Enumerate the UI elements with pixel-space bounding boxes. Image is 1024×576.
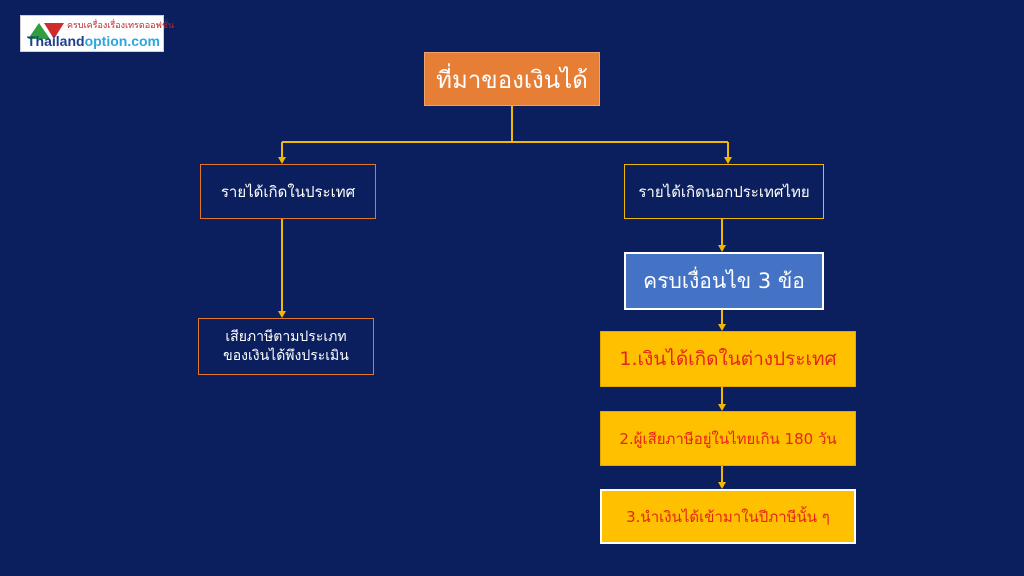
domestic-tax-node: เสียภาษีตามประเภท ของเงินได้พึงประเมิน [198, 318, 374, 375]
branch-foreign-label: รายได้เกิดนอกประเทศไทย [638, 182, 810, 201]
logo-domain: Thailandoption.com [27, 33, 160, 49]
root-node: ที่มาของเงินได้ [424, 52, 600, 106]
condition-3-node: 3.นำเงินได้เข้ามาในปีภาษีนั้น ๆ [600, 489, 856, 544]
arrowhead-c3 [718, 482, 726, 489]
condition-2-label: 2.ผู้เสียภาษีอยู่ในไทยเกิน 180 วัน [619, 429, 837, 448]
arrowhead-conditions [718, 245, 726, 252]
arrowhead-right-branch [724, 157, 732, 164]
domestic-tax-line2: ของเงินได้พึงประเมิน [223, 347, 349, 364]
conditions-title-label: ครบเงื่อนไข 3 ข้อ [643, 268, 805, 293]
branch-domestic-node: รายได้เกิดในประเทศ [200, 164, 376, 219]
arrowhead-c1 [718, 324, 726, 331]
domestic-tax-line1: เสียภาษีตามประเภท [225, 328, 347, 345]
logo-tagline: ครบเครื่องเรื่องเทรดออฟชั่น [67, 20, 175, 30]
logo-domain-part1: Thailand [27, 33, 85, 49]
condition-1-node: 1.เงินได้เกิดในต่างประเทศ [600, 331, 856, 387]
brand-logo: ครบเครื่องเรื่องเทรดออฟชั่น Thailandopti… [20, 15, 174, 52]
logo-triangle-icon [28, 23, 64, 39]
root-label: ที่มาของเงินได้ [436, 65, 588, 94]
condition-1-label: 1.เงินได้เกิดในต่างประเทศ [619, 348, 837, 370]
branch-foreign-node: รายได้เกิดนอกประเทศไทย [624, 164, 824, 219]
conditions-title-node: ครบเงื่อนไข 3 ข้อ [624, 252, 824, 310]
logo-domain-part2: option.com [84, 33, 160, 49]
branch-domestic-label: รายได้เกิดในประเทศ [220, 182, 356, 201]
condition-2-node: 2.ผู้เสียภาษีอยู่ในไทยเกิน 180 วัน [600, 411, 856, 466]
arrowhead-left-result [278, 311, 286, 318]
condition-3-label: 3.นำเงินได้เข้ามาในปีภาษีนั้น ๆ [626, 507, 830, 526]
arrowhead-left-branch [278, 157, 286, 164]
arrowhead-c2 [718, 404, 726, 411]
